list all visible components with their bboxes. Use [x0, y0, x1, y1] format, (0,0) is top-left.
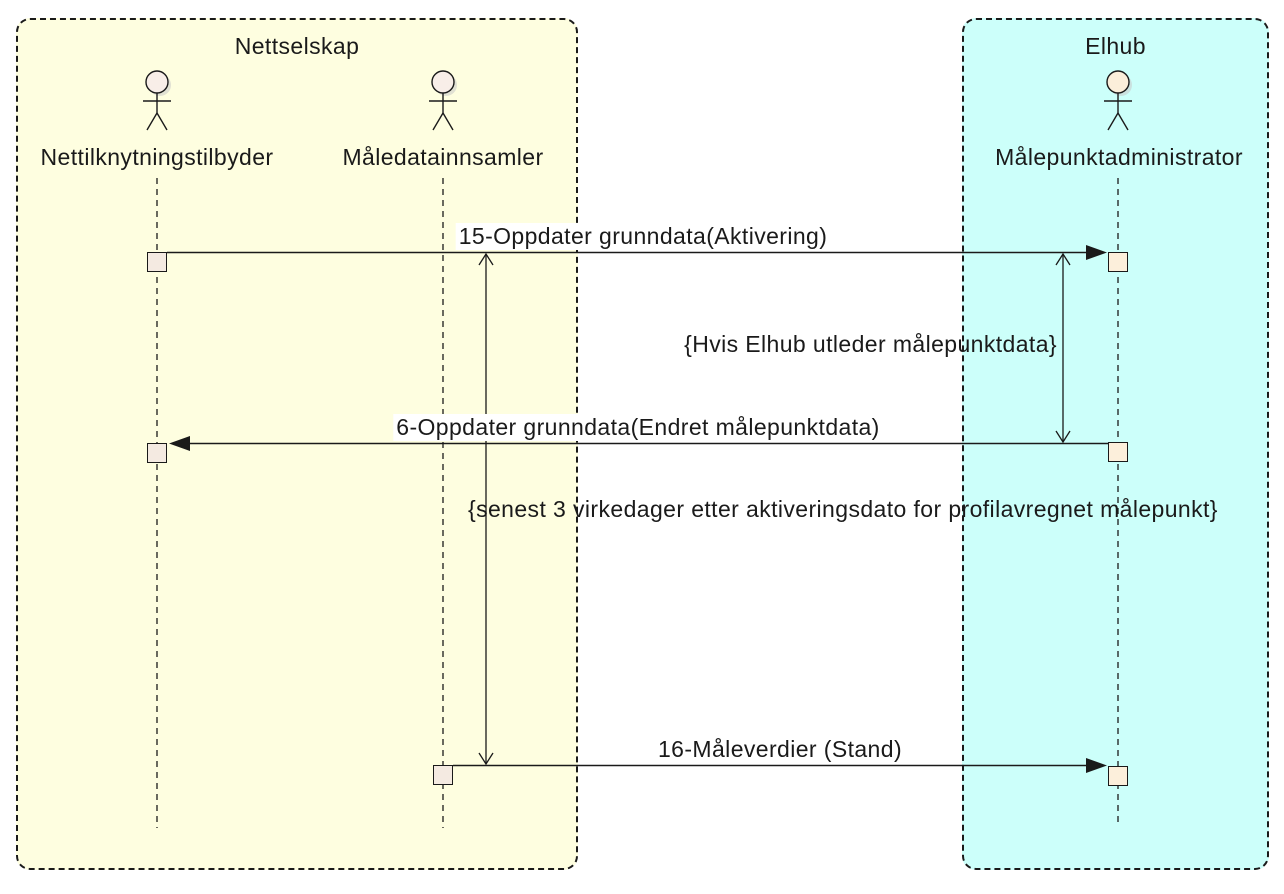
activation-box-msg3-target — [1108, 766, 1128, 786]
constraint-hvis-elhub-utleder: {Hvis Elhub utleder målepunktdata} — [684, 331, 1057, 357]
duration-arrow-left — [478, 252, 494, 766]
group-title-nettselskap: Nettselskap — [234, 33, 360, 59]
actor-icon-maalepunktadministrator — [1104, 70, 1132, 131]
message-label-6-oppdater-grunndata: 6-Oppdater grunndata(Endret målepunktdat… — [393, 414, 883, 441]
activation-box-msg2-target — [147, 443, 167, 463]
message-arrow-15-oppdater-grunndata — [167, 245, 1107, 260]
message-arrow-16-maaleverdier — [453, 758, 1107, 773]
actor-label-maalepunktadministrator: Målepunktadministrator — [995, 144, 1243, 170]
actor-label-nettilknytningstilbyder: Nettilknytningstilbyder — [40, 144, 274, 170]
duration-arrow-right — [1055, 252, 1071, 444]
constraint-senest-3-virkedager: {senest 3 virkedager etter aktiveringsda… — [468, 496, 1218, 522]
group-title-elhub: Elhub — [1085, 33, 1146, 59]
actor-label-maaledatainnsamler: Måledatainnsamler — [342, 144, 544, 170]
activation-box-msg3-source — [433, 765, 453, 785]
message-arrow-6-oppdater-grunndata — [169, 436, 1108, 451]
actor-icon-nettilknytningstilbyder — [143, 70, 171, 131]
activation-box-msg2-source — [1108, 442, 1128, 462]
message-label-15-oppdater-grunndata: 15-Oppdater grunndata(Aktivering) — [455, 223, 831, 250]
activation-box-msg1-source — [147, 252, 167, 272]
activation-box-msg1-target — [1108, 252, 1128, 272]
actor-icon-maaledatainnsamler — [429, 70, 457, 131]
message-label-16-maaleverdier: 16-Måleverdier (Stand) — [654, 736, 906, 763]
